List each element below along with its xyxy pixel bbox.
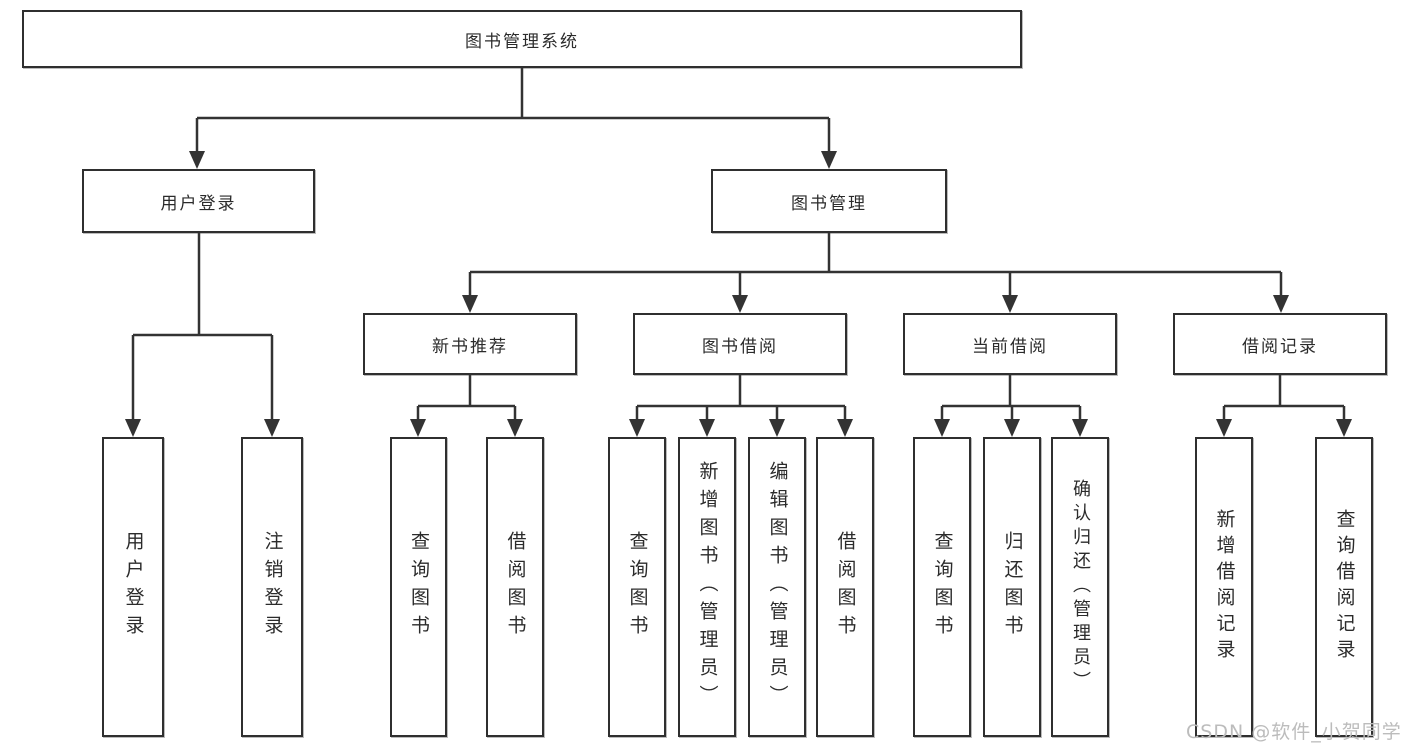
leaf-label: 借阅图书 (834, 531, 857, 643)
leaf-query-books-borrowing: 查询图书 (608, 437, 666, 737)
leaf-query-books-current: 查询图书 (913, 437, 971, 737)
leaf-label: 查询图书 (931, 531, 954, 643)
node-label: 用户登录 (160, 193, 237, 214)
leaf-query-borrow-record: 查询借阅记录 (1315, 437, 1373, 737)
leaf-borrow-books-borrowing: 借阅图书 (816, 437, 874, 737)
leaf-query-books-newbook: 查询图书 (390, 437, 447, 737)
node-book-management: 图书管理 (711, 169, 947, 233)
node-new-book-recommendation: 新书推荐 (363, 313, 577, 375)
leaf-label: 确认归还（管理员） (1070, 479, 1091, 695)
leaf-borrow-books-newbook: 借阅图书 (486, 437, 544, 737)
csdn-watermark: CSDN @软件_小贺同学 (1186, 721, 1402, 743)
leaf-label: 编辑图书（管理员） (766, 461, 789, 713)
leaf-label: 注销登录 (261, 531, 284, 643)
leaf-edit-books-admin: 编辑图书（管理员） (748, 437, 806, 737)
node-label: 图书管理系统 (465, 31, 579, 52)
leaf-label: 用户登录 (122, 531, 145, 643)
leaf-logout: 注销登录 (241, 437, 303, 737)
leaf-label: 新增借阅记录 (1213, 509, 1236, 665)
leaf-confirm-return-admin: 确认归还（管理员） (1051, 437, 1109, 737)
leaf-label: 查询图书 (626, 531, 649, 643)
node-user-login: 用户登录 (82, 169, 315, 233)
leaf-label: 新增图书（管理员） (696, 461, 719, 713)
node-label: 新书推荐 (432, 336, 508, 357)
node-current-borrowing: 当前借阅 (903, 313, 1117, 375)
leaf-label: 查询图书 (408, 531, 430, 643)
leaf-add-books-admin: 新增图书（管理员） (678, 437, 736, 737)
leaf-label: 借阅图书 (504, 531, 527, 643)
node-label: 借阅记录 (1242, 336, 1318, 357)
leaf-label: 查询借阅记录 (1333, 509, 1356, 665)
leaf-add-borrow-record: 新增借阅记录 (1195, 437, 1253, 737)
leaf-return-books: 归还图书 (983, 437, 1041, 737)
node-label: 图书借阅 (702, 336, 778, 357)
leaf-user-login: 用户登录 (102, 437, 164, 737)
arrowheads (125, 151, 1352, 437)
leaf-label: 归还图书 (1001, 531, 1024, 643)
node-label: 图书管理 (791, 193, 867, 214)
node-label: 当前借阅 (972, 336, 1048, 357)
node-library-management-system: 图书管理系统 (22, 10, 1022, 68)
node-borrowing-records: 借阅记录 (1173, 313, 1387, 375)
node-book-borrowing: 图书借阅 (633, 313, 847, 375)
